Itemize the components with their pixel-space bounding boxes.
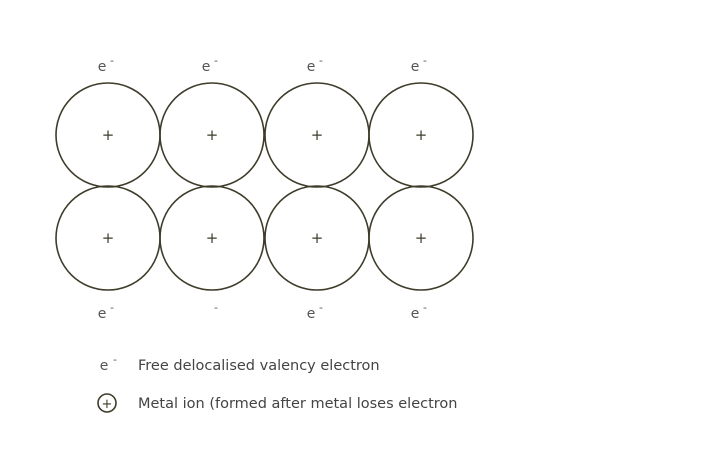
free-electron: e- xyxy=(411,54,427,75)
free-electron: e- xyxy=(307,54,323,75)
ion-circle xyxy=(159,185,265,291)
electron-minus: - xyxy=(423,301,427,314)
legend-ion-label: Metal ion (formed after metal loses elec… xyxy=(138,396,457,412)
metal-ion: + xyxy=(264,82,370,188)
free-electron: e- xyxy=(411,301,427,322)
electron-symbol: e xyxy=(307,306,316,322)
electron-symbol: e xyxy=(98,306,107,322)
electron-minus: - xyxy=(110,301,114,314)
metal-ion-lattice: + + + + + + + + xyxy=(55,82,474,291)
metal-ion: + xyxy=(55,82,161,188)
electron-minus: - xyxy=(423,54,427,67)
legend-ion-symbol: + xyxy=(102,397,113,412)
electron-minus: - xyxy=(319,54,323,67)
electron-symbol: e xyxy=(411,306,420,322)
metal-ion: + xyxy=(55,185,161,291)
free-electron: - xyxy=(214,301,218,314)
plus-sign: + xyxy=(206,229,219,247)
metal-ion: + xyxy=(368,82,474,188)
legend-electron: e - Free delocalised valency electron xyxy=(100,353,380,374)
free-electron: e- xyxy=(202,54,218,75)
plus-sign: + xyxy=(102,126,115,144)
legend-ion-icon xyxy=(97,393,117,413)
electron-symbol: e xyxy=(202,59,211,75)
electron-minus: - xyxy=(110,54,114,67)
electron-symbol: e xyxy=(98,59,107,75)
legend-electron-symbol: e xyxy=(100,358,109,374)
electron-symbol: e xyxy=(411,59,420,75)
electron-minus: - xyxy=(214,301,218,314)
plus-sign: + xyxy=(206,126,219,144)
electron-minus: - xyxy=(319,301,323,314)
legend-electron-label: Free delocalised valency electron xyxy=(138,358,380,374)
electron-labels: e-e-e-e-e--e-e- xyxy=(98,54,427,322)
ion-circle xyxy=(368,185,474,291)
plus-sign: + xyxy=(415,126,428,144)
electron-symbol: e xyxy=(307,59,316,75)
plus-sign: + xyxy=(311,229,324,247)
ion-circle xyxy=(159,82,265,188)
plus-sign: + xyxy=(102,229,115,247)
metal-ion: + xyxy=(159,82,265,188)
legend-ion: + Metal ion (formed after metal loses el… xyxy=(97,393,457,413)
free-electron: e- xyxy=(98,54,114,75)
free-electron: e- xyxy=(98,301,114,322)
legend-electron-minus: - xyxy=(113,353,117,366)
legend: e - Free delocalised valency electron + … xyxy=(97,353,457,413)
electron-minus: - xyxy=(214,54,218,67)
free-electron: e- xyxy=(307,301,323,322)
metal-ion: + xyxy=(368,185,474,291)
plus-sign: + xyxy=(415,229,428,247)
metal-ion: + xyxy=(264,185,370,291)
ion-circle xyxy=(368,82,474,188)
plus-sign: + xyxy=(311,126,324,144)
metal-ion: + xyxy=(159,185,265,291)
